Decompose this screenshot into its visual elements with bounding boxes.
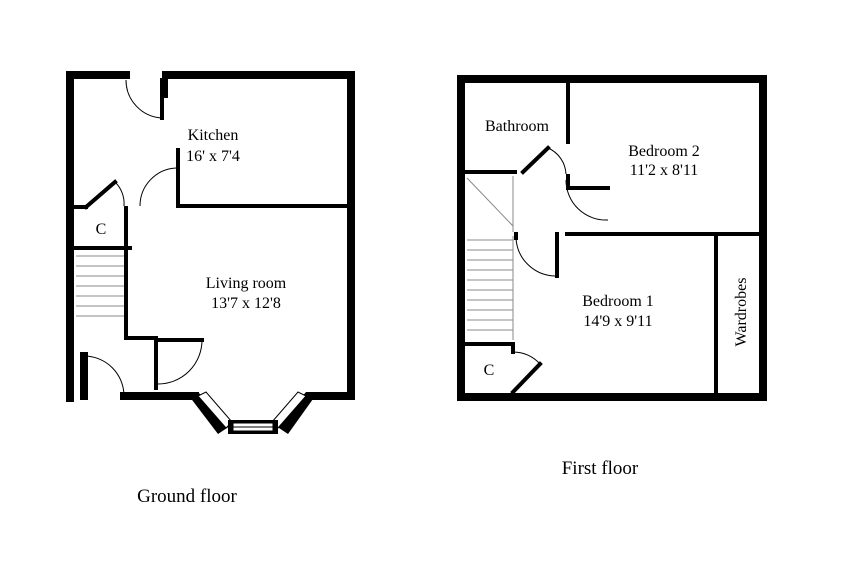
ground-floor-outer-walls [66, 71, 355, 402]
ground-floor-stairs [76, 255, 124, 317]
wardrobes-label: Wardrobes [733, 278, 750, 347]
first-floor-interior-walls [461, 79, 763, 397]
living-room-label: Living room [206, 275, 287, 292]
bedroom-2-label: Bedroom 2 [628, 143, 700, 160]
kitchen-size: 16' x 7'4 [186, 148, 240, 165]
kitchen-label: Kitchen [188, 127, 239, 144]
bedroom-2-size: 11'2 x 8'11 [630, 162, 699, 179]
ground-floor-doors [83, 78, 204, 397]
first-floor-caption: First floor [562, 458, 639, 479]
ground-cupboard-label: C [96, 221, 107, 238]
bedroom-1-label: Bedroom 1 [582, 293, 654, 310]
ground-floor-plan: Kitchen 16' x 7'4 Living room 13'7 x 12'… [66, 71, 355, 507]
first-floor-doors [512, 147, 609, 365]
first-floor-plan: Bathroom Bedroom 2 11'2 x 8'11 Bedroom 1… [457, 75, 767, 479]
bedroom-1-size: 14'9 x 9'11 [583, 313, 652, 330]
living-room-size: 13'7 x 12'8 [211, 295, 281, 312]
bathroom-label: Bathroom [485, 118, 550, 135]
ground-floor-interior-walls [70, 75, 353, 390]
bay-window [186, 391, 318, 434]
first-cupboard-label: C [484, 362, 495, 379]
first-floor-stairs [466, 176, 514, 340]
first-floor-outer-walls [457, 75, 767, 401]
ground-floor-caption: Ground floor [137, 486, 237, 507]
